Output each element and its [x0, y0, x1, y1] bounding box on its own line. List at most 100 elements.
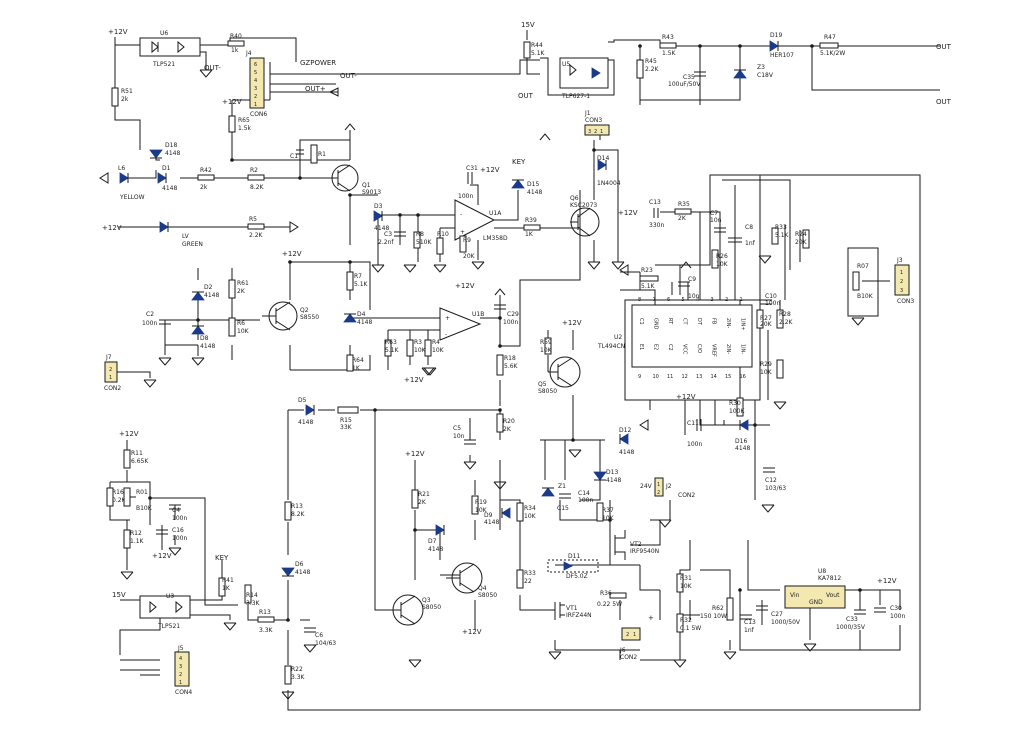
svg-text:IRFZ44N: IRFZ44N	[566, 612, 592, 619]
net-out-right: OUT	[936, 98, 952, 106]
resistor-r13b: R13 3.3K	[257, 609, 275, 634]
regulator-u8: Vin Vout GND U8 KA7812	[784, 568, 846, 609]
svg-text:150 10W: 150 10W	[700, 613, 727, 620]
ic-u2: U2 TL494CN	[597, 304, 753, 368]
net-12v-q2: +12V	[282, 250, 302, 258]
capacitor-c1: C1	[290, 149, 304, 160]
svg-text:R62: R62	[712, 605, 724, 612]
u2-bottom-pin-label: E1	[638, 344, 644, 350]
connector-j5: 4 3 2 1 J5 CON4	[174, 645, 192, 696]
capacitor-c33: C33 1000/35V	[836, 609, 866, 631]
svg-text:S9013: S9013	[362, 189, 381, 196]
svg-text:100n: 100n	[458, 193, 473, 200]
svg-text:2K: 2K	[237, 288, 246, 295]
u2-top-pin-number: 2	[725, 297, 728, 303]
net-key-r41: KEY	[215, 554, 229, 562]
svg-text:R41: R41	[222, 577, 234, 584]
svg-text:D1: D1	[162, 165, 171, 172]
u2-pin-labels: C1E189GNDE2710RTC2611CTVCC512DTC/O413FBV…	[638, 297, 746, 380]
resistor-r65: R65 1.5k	[228, 115, 252, 133]
resistor-r32: R32 0.1 5W	[676, 613, 701, 633]
svg-text:J4: J4	[245, 50, 252, 57]
u2-top-pin-label: DT	[696, 318, 702, 326]
svg-text:3: 3	[179, 664, 182, 670]
capacitor-c13b: C13 1nf	[740, 614, 756, 634]
svg-text:4: 4	[254, 78, 257, 84]
svg-text:B10K: B10K	[136, 505, 153, 512]
net-12v-r65: +12V	[222, 98, 242, 106]
svg-text:103/63: 103/63	[765, 485, 786, 492]
svg-text:R22: R22	[291, 666, 303, 673]
svg-text:D15: D15	[527, 181, 539, 188]
svg-text:R11: R11	[131, 450, 143, 457]
resistor-r37: R37 10K	[596, 502, 615, 522]
svg-text:5.1K: 5.1K	[641, 283, 656, 290]
svg-text:CON2: CON2	[678, 492, 695, 499]
supply-arrows	[99, 83, 692, 431]
u2-bottom-pin-number: 14	[711, 374, 717, 380]
svg-text:1000/35V: 1000/35V	[836, 624, 866, 631]
svg-text:U8: U8	[818, 568, 826, 575]
svg-text:R32: R32	[680, 617, 692, 624]
resistor-r62: R62 150 10W	[700, 597, 734, 621]
svg-text:C13: C13	[649, 199, 661, 206]
svg-text:4148: 4148	[606, 477, 621, 484]
svg-text:1: 1	[633, 632, 636, 638]
svg-text:3: 3	[900, 288, 903, 294]
u2-bottom-pin-label: E2	[653, 344, 659, 350]
svg-text:C2: C2	[146, 311, 154, 318]
svg-text:5.6K: 5.6K	[504, 363, 519, 370]
svg-text:R4: R4	[432, 339, 440, 346]
svg-text:1K: 1K	[222, 585, 231, 592]
svg-text:S8050: S8050	[478, 592, 497, 599]
svg-text:20K: 20K	[760, 321, 773, 328]
u2-bottom-pin-number: 10	[653, 374, 659, 380]
svg-text:0.2K: 0.2K	[112, 497, 127, 504]
svg-text:C13: C13	[744, 619, 756, 626]
svg-text:10K: 10K	[432, 347, 445, 354]
u2-bottom-pin-label: C2	[667, 344, 673, 351]
resistor-r47: R47 5.1K/2W	[819, 34, 845, 57]
u2-top-pin-number: 8	[638, 297, 641, 303]
svg-text:C11: C11	[687, 420, 699, 427]
net-out-minus-j4: OUT-	[340, 72, 357, 80]
resistor-r61: R61 2K	[228, 279, 249, 299]
u2-bottom-pin-label: 2IN-	[725, 344, 731, 354]
svg-text:0.22 5W: 0.22 5W	[597, 601, 622, 608]
potentiometer-r01: R01 B10K	[123, 487, 153, 512]
resistor-r5: R5 2.2K	[247, 216, 265, 239]
optocoupler-u3: U3 TLP521	[139, 593, 191, 630]
svg-text:R35: R35	[678, 201, 690, 208]
svg-text:2: 2	[254, 94, 257, 100]
svg-text:1k: 1k	[231, 47, 239, 54]
resistor-r7: R7 5.1K	[346, 271, 369, 291]
resistor-r36: R36 0.22 5W	[597, 590, 627, 608]
svg-text:100K: 100K	[729, 408, 745, 415]
resistor-r14: R14 3.3K	[244, 584, 261, 607]
net-12v-r21: +12V	[405, 450, 425, 458]
svg-text:D5: D5	[298, 397, 307, 404]
svg-text:LM358D: LM358D	[483, 235, 508, 242]
diode-d1: D1 4148	[157, 165, 177, 192]
resistor-r23: R23 5.1K	[639, 267, 659, 290]
capacitor-c31: C31 100n	[458, 165, 478, 200]
svg-text:R3: R3	[414, 339, 422, 346]
capacitor-c35: C35 100uF/50V	[668, 71, 706, 88]
svg-text:10K: 10K	[602, 515, 615, 522]
svg-text:C7: C7	[710, 210, 718, 217]
svg-text:U1A: U1A	[489, 210, 502, 217]
svg-text:S8550: S8550	[300, 314, 319, 321]
resistor-r28: R28 2.2K	[776, 309, 794, 329]
connector-j1: 3 2 1 J1 CON3	[584, 110, 610, 136]
optocoupler-u5: U5 TLP627-1	[559, 57, 609, 100]
svg-text:1: 1	[600, 129, 603, 135]
u2-top-pin-label: CT	[682, 318, 688, 325]
svg-text:4148: 4148	[527, 189, 542, 196]
resistor-r22: R22 3.3K	[284, 665, 306, 685]
capacitor-c10: C10 100n	[760, 293, 780, 307]
svg-text:S8050: S8050	[538, 388, 557, 395]
svg-text:R29: R29	[760, 361, 772, 368]
svg-text:100n: 100n	[578, 497, 593, 504]
u6-part: TLP521	[152, 61, 175, 68]
svg-text:CON2: CON2	[104, 385, 121, 392]
